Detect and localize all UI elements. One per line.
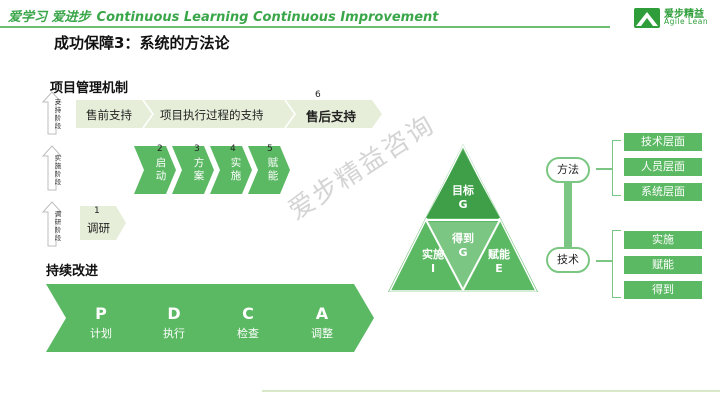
logo-icon: [634, 8, 660, 28]
method-item-tech-level: 技术层面: [624, 133, 702, 151]
research-step-shape: [80, 206, 126, 240]
impl-step-2-label: 启动: [155, 157, 167, 182]
pdca-a-shape: [274, 284, 374, 352]
triangle-center: [426, 222, 500, 288]
pdca-p-label: 计划: [90, 327, 112, 340]
pdca-a-letter: A: [315, 304, 329, 323]
triangle-top-label: 目标: [452, 184, 474, 197]
tech-item-empower: 赋能: [624, 256, 702, 274]
method-item-system-level: 系统层面: [624, 183, 702, 201]
pdca-d: D 执行: [159, 304, 189, 341]
support-stage-arrow-icon: [41, 91, 63, 135]
impl-step-3-label: 方案: [193, 157, 205, 182]
pdca-c-shape: [198, 284, 298, 352]
impl-step-2-number: 2: [157, 144, 163, 154]
research-stage-arrow-icon: [41, 201, 63, 247]
logo-text: 爱步精益: [664, 9, 704, 20]
support-step-aftersale: 售后支持: [306, 109, 357, 124]
triangle-right-letter: E: [495, 262, 503, 275]
triangle-right-label: 赋能: [488, 248, 510, 261]
pdca-heading: 持续改进: [46, 264, 99, 279]
pdca-d-label: 执行: [163, 327, 185, 340]
pdca-p-letter: P: [95, 304, 107, 323]
implement-stage-arrow-icon: [41, 145, 63, 191]
framework-connector: [564, 178, 572, 248]
tech-item-implement: 实施: [624, 231, 702, 249]
slogan-en: Continuous Learning Continuous Improveme…: [96, 10, 439, 25]
impl-step-5-label: 赋能: [267, 157, 279, 182]
tech-item-achieve: 得到: [624, 281, 702, 299]
support-step-number: 6: [315, 90, 321, 100]
triangle-center-label: 得到: [452, 232, 474, 245]
pdca-a-label: 调整: [311, 327, 333, 340]
project-mgmt-heading: 项目管理机制: [50, 81, 129, 96]
impl-step-5-shape: [248, 146, 290, 194]
support-step-3-shape: [286, 100, 382, 128]
method-oval: 方法: [546, 157, 590, 183]
impl-step-2-shape: [134, 146, 176, 194]
slogan: 爱学习 爱进步 Continuous Learning Continuous Im…: [8, 6, 438, 25]
implement-arrows: [134, 146, 290, 194]
pdca-c-letter: C: [242, 304, 254, 323]
impl-step-4-label: 实施: [230, 157, 242, 182]
impl-step-4-number: 4: [230, 144, 236, 154]
impl-step-3-shape: [172, 146, 214, 194]
impl-step-5-number: 5: [267, 144, 273, 154]
page-title: 成功保障3：系统的方法论: [54, 34, 230, 52]
pdca-c: C 检查: [233, 304, 263, 341]
support-step-2-shape: [144, 100, 294, 128]
pdca-p: P 计划: [86, 304, 116, 341]
research-step-number: 1: [94, 206, 100, 216]
research-arrow: [80, 206, 126, 240]
pdca-p-shape: [46, 284, 146, 352]
footer-rule: [262, 390, 720, 392]
support-stage-label: 支持阶段: [54, 98, 62, 130]
pdca-a: A 调整: [307, 304, 337, 341]
research-stage-label: 调研阶段: [54, 210, 62, 242]
impl-step-4-shape: [210, 146, 252, 194]
gie-triangle: [388, 144, 538, 292]
triangle-top: [426, 150, 500, 218]
triangle-top-letter: G: [458, 198, 468, 211]
method-item-people-level: 人员层面: [624, 158, 702, 176]
research-step-label: 调研: [87, 221, 110, 235]
pdca-arrows: [46, 284, 374, 352]
support-step-1-shape: [76, 100, 152, 128]
tech-oval: 技术: [546, 247, 590, 273]
support-step-presale: 售前支持: [86, 108, 132, 122]
method-bracket-tick: [596, 168, 612, 170]
support-arrows: [76, 100, 382, 128]
triangle-center-letter: G: [458, 246, 468, 259]
tech-bracket: [612, 230, 621, 298]
slogan-cn: 爱学习 爱进步: [8, 10, 91, 25]
pdca-c-label: 检查: [237, 327, 259, 340]
pdca-d-shape: [122, 284, 222, 352]
tech-bracket-tick: [596, 260, 612, 262]
impl-step-3-number: 3: [194, 144, 200, 154]
support-step-execution: 项目执行过程的支持: [160, 108, 264, 122]
header-rule: [0, 26, 610, 28]
triangle-left-label: 实施: [422, 248, 444, 261]
logo-subtitle: Agile Lean: [664, 17, 709, 26]
method-bracket: [612, 140, 621, 196]
pdca-d-letter: D: [167, 304, 181, 323]
triangle-left-letter: I: [430, 262, 436, 275]
implement-stage-label: 实施阶段: [54, 154, 62, 186]
